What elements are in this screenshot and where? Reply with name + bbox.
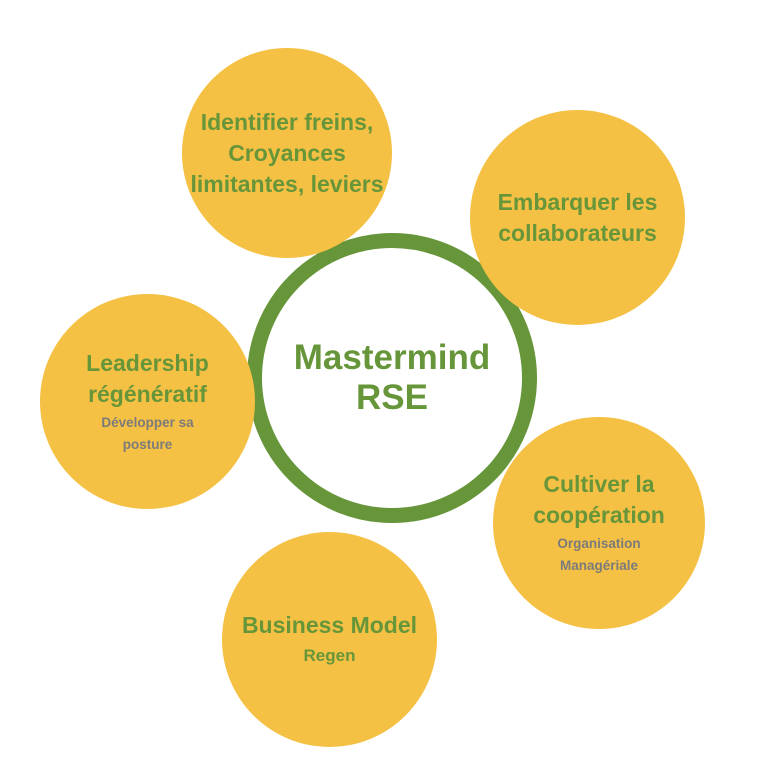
bubble-title: Business Model	[241, 612, 418, 638]
bubble-subtitle: Organisation Managériale	[557, 536, 641, 573]
bubble-cultiver-cooperation: Cultiver la coopération Organisation Man…	[493, 417, 705, 629]
bubble-subtitle: Regen	[303, 646, 356, 665]
bubble-title: Leadership régénératif	[86, 349, 209, 407]
bubble-identifier-freins: Identifier freins, Croyances limitantes,…	[182, 48, 392, 258]
bubble-business-model: Business Model Regen	[222, 532, 437, 747]
bubble-title: Embarquer les collaborateurs	[497, 188, 658, 246]
bubble-leadership-regeneratif: Leadership régénératif Développer sa pos…	[40, 294, 255, 509]
bubble-title: Identifier freins, Croyances limitantes,…	[190, 108, 384, 197]
center-title: Mastermind RSE	[293, 338, 491, 417]
bubble-title: Cultiver la coopération	[533, 471, 665, 528]
bubble-subtitle: Développer sa posture	[101, 414, 194, 452]
bubble-embarquer-collaborateurs: Embarquer les collaborateurs	[470, 110, 685, 325]
